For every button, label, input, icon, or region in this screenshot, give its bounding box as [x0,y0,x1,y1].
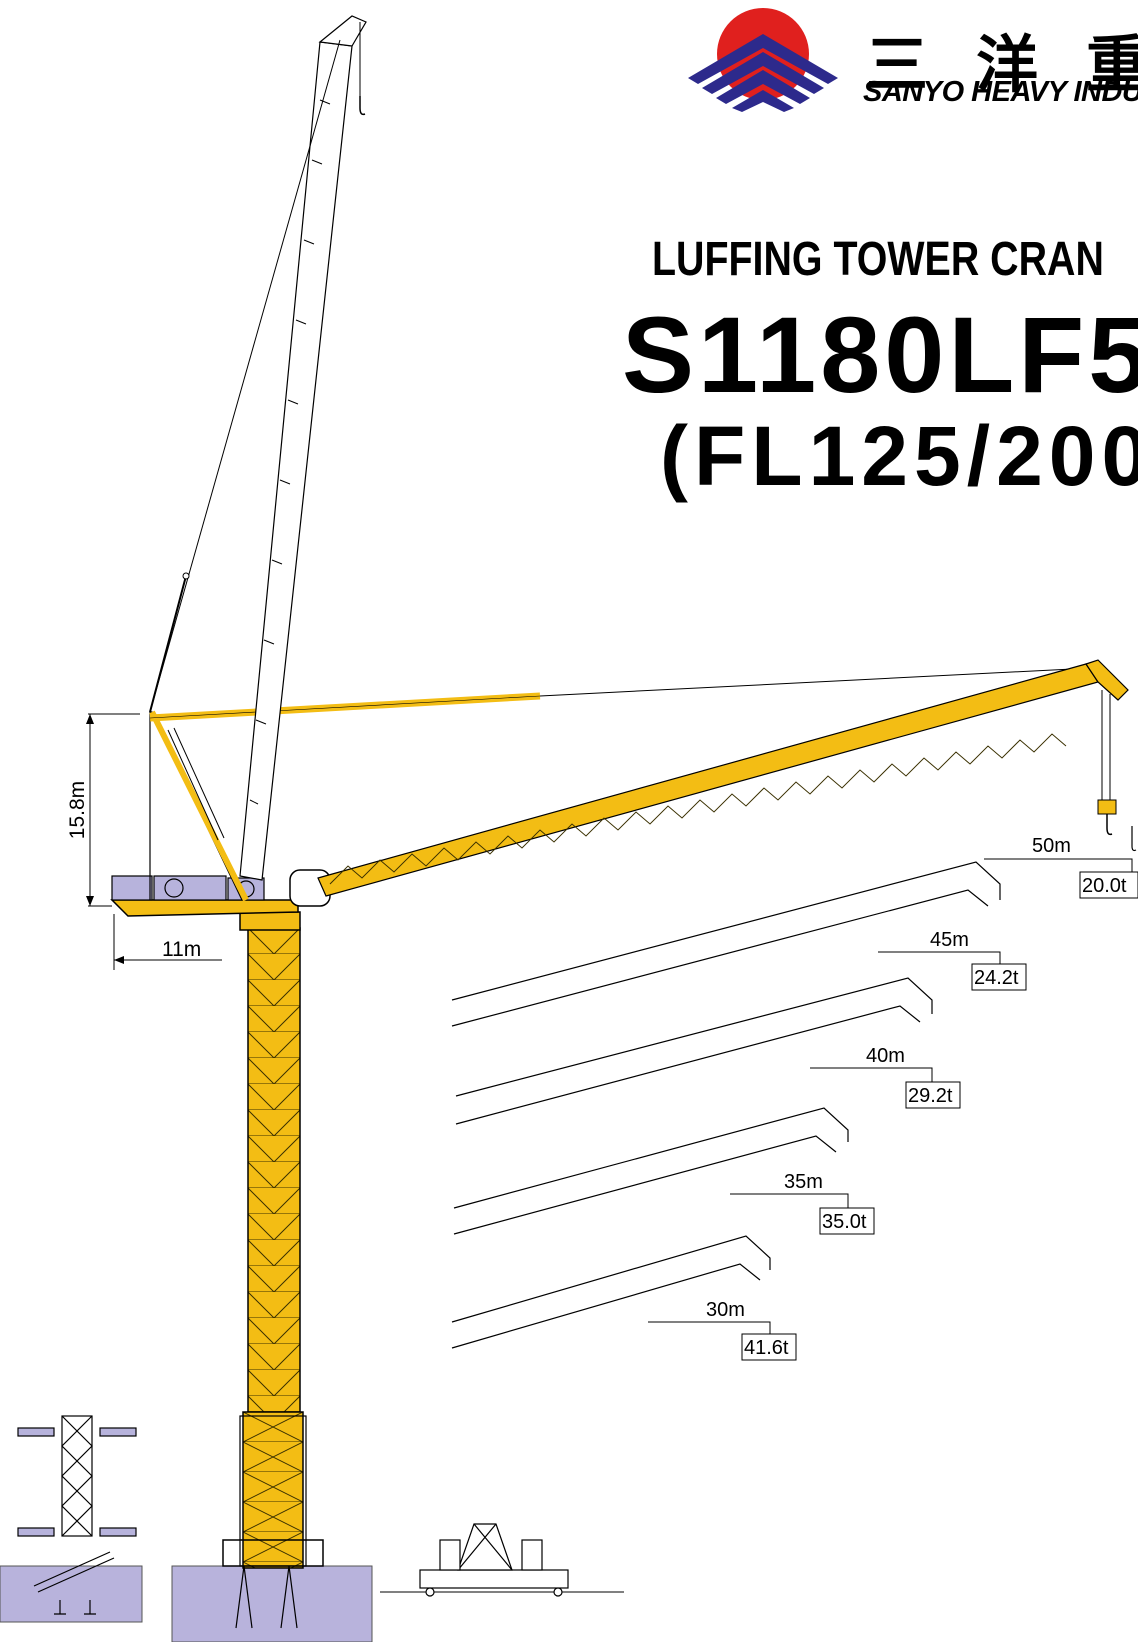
counterweight [111,875,153,901]
radius-label-50: 50m [1032,835,1071,857]
anchor-foundation [0,1565,143,1623]
radius-label-35: 35m [784,1171,823,1193]
slewing-unit [239,911,301,931]
logo-chevron-1 [688,34,838,84]
luffing-position-45 [451,861,1001,1027]
logo-chevron-2 [702,52,824,94]
load-box-45 [971,963,1027,991]
jib-head [1085,659,1129,701]
climbing-cage [239,1415,307,1567]
model-name: S1180LF5 [622,294,1138,415]
height-dimension [88,713,140,907]
logo-chevron-4 [732,90,794,112]
hoist-drum-icon [164,878,184,898]
a-frame-ladder [167,727,225,841]
tie-in-detail [17,1415,137,1615]
radius-label-45: 45m [930,929,969,951]
raised-jib [239,41,353,881]
width-arrow [114,956,124,964]
load-box-40 [905,1081,961,1109]
model-code: (FL125/200 [660,409,1138,503]
a-frame-front-leg [149,710,249,902]
tower-mast [247,927,301,1413]
logo-chevron-3 [716,70,810,104]
pendant-pin-icon [182,572,190,580]
width-dimension [113,914,222,970]
load-box-35 [819,1207,875,1235]
load-label-50: 20.0t [1082,875,1127,897]
luffing-position-30 [451,1235,771,1349]
load-label-45: 24.2t [974,967,1019,989]
hook-icon [1106,814,1113,836]
tower-foundation [171,1565,373,1642]
hoist-rope [1101,690,1111,800]
pendant-bar-outline [149,695,541,719]
hook-block [1097,799,1117,815]
luffing-position-40 [455,977,933,1125]
counter-jib-label: 11m [162,938,201,961]
raised-jib-head [318,15,367,47]
sanyo-logo-icon [688,8,838,112]
product-type-title: LUFFING TOWER CRAN [652,233,1104,286]
load-chart-markers [648,858,1133,1334]
load-label-40: 29.2t [908,1085,953,1107]
jib-lacing [329,733,1067,885]
brand-char-3: 重 [1086,28,1138,101]
chassis-detail [419,1523,569,1597]
load-label-35: 35.0t [822,1211,867,1233]
height-label: 15.8m [66,781,89,839]
luffing-position-35 [453,1107,849,1235]
brand-char-2: 洋 [976,28,1039,101]
raised-pendant-bar [149,575,187,713]
load-label-30: 41.6t [744,1337,789,1359]
tower-base-section [242,1411,304,1569]
load-box-50 [1079,871,1138,899]
radius-label-40: 40m [866,1045,905,1067]
load-chart-hook-icon [1131,826,1137,852]
raised-jib-lacing [249,99,331,805]
radius-label-30: 30m [706,1299,745,1321]
raised-pendant [149,39,341,713]
brand-char-1: 三 [866,28,929,101]
brand-english: SANYO HEAVY INDUST [863,76,1138,108]
load-box-30 [741,1333,797,1361]
pendant-rope [539,667,1093,697]
base-legs [235,1565,298,1629]
raised-hook-icon [359,96,366,116]
